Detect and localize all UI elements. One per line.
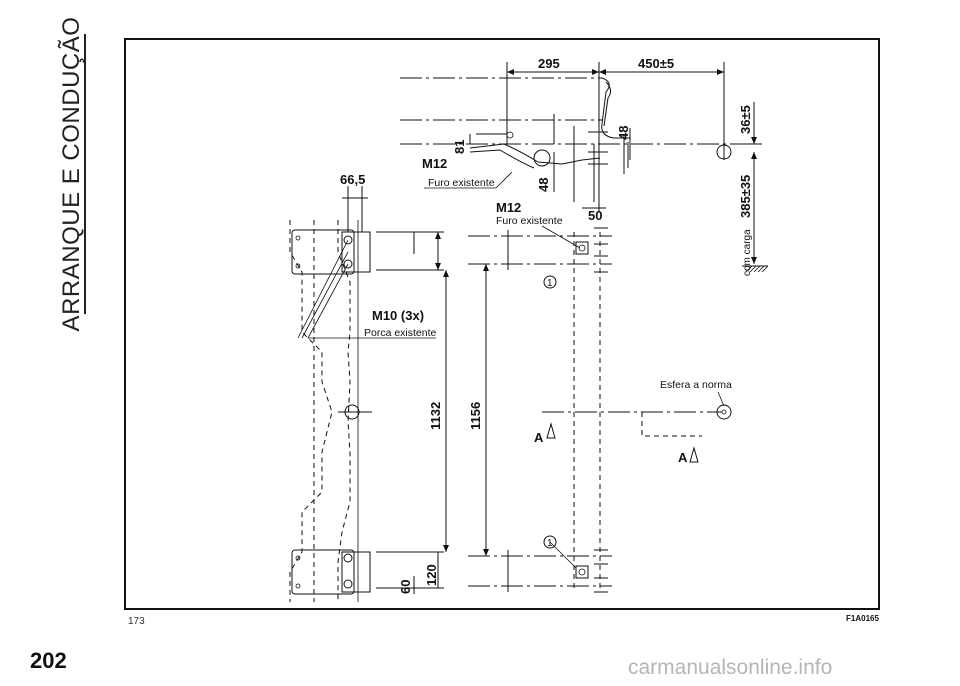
figure-code: F1A0165 xyxy=(846,614,879,623)
dim-450: 450±5 xyxy=(638,56,674,71)
dim-60: 60 xyxy=(398,580,413,594)
side-view: 295 450±5 36±5 385±35 com carga 81 48 48… xyxy=(400,56,769,276)
dim-48-upper: 48 xyxy=(616,126,631,140)
label-m12-top: M12 xyxy=(422,156,447,171)
dim-50: 50 xyxy=(588,208,602,223)
technical-drawing-frame: 295 450±5 36±5 385±35 com carga 81 48 48… xyxy=(124,38,880,610)
section-heading: ARRANQUE E CONDUÇÃO xyxy=(58,17,86,331)
page-number: 202 xyxy=(30,648,67,673)
dim-120: 120 xyxy=(424,564,439,586)
dim-36: 36±5 xyxy=(738,105,753,134)
label-m12-mid: M12 xyxy=(496,200,521,215)
label-furo-existente-mid: Furo existente xyxy=(496,215,563,227)
watermark: carmanualsonline.info xyxy=(628,656,833,679)
label-m10-3x: M10 (3x) xyxy=(372,308,424,323)
chassis-plan-view: 1 1 1156 M12 Furo existente Esfera a nor… xyxy=(468,200,732,593)
section-a-right: A xyxy=(678,450,688,465)
label-furo-existente-top: Furo existente xyxy=(428,177,495,189)
section-heading-text: ARRANQUE E CONDUÇÃO xyxy=(58,16,85,332)
dim-295: 295 xyxy=(538,56,560,71)
dim-48-lower: 48 xyxy=(536,178,551,192)
label-com-carga: com carga xyxy=(742,229,753,276)
callout-1-bottom: 1 xyxy=(547,538,553,549)
dim-1156: 1156 xyxy=(468,402,483,430)
dim-1132: 1132 xyxy=(428,402,443,430)
section-a-left: A xyxy=(534,430,544,445)
dim-66-5: 66,5 xyxy=(340,172,365,187)
callout-1-top: 1 xyxy=(547,278,553,289)
towbar-technical-drawing: 295 450±5 36±5 385±35 com carga 81 48 48… xyxy=(289,56,769,602)
dim-81: 81 xyxy=(452,140,467,154)
figure-number: 173 xyxy=(128,616,145,627)
label-esfera-a-norma: Esfera a norma xyxy=(660,379,732,391)
heading-rule xyxy=(84,34,86,314)
label-porca-existente: Porca existente xyxy=(364,327,437,339)
crossmember-plan-view: 66,5 1132 120 60 M10 (3x) Porca existent… xyxy=(289,172,449,602)
dim-385: 385±35 xyxy=(738,175,753,218)
